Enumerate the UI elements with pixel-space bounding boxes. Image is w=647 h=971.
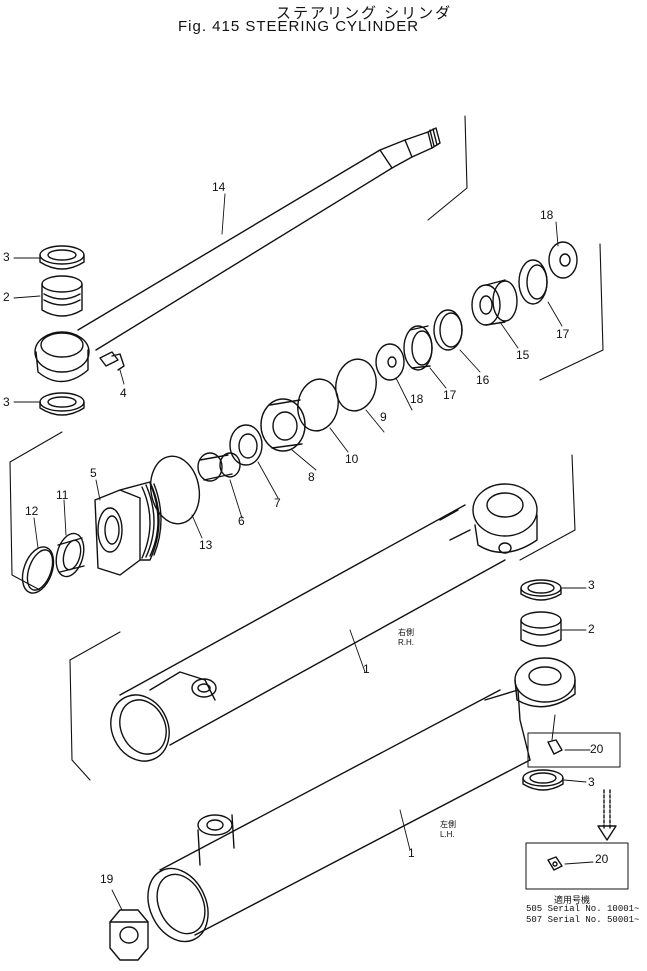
cylinder-tube-lh — [147, 657, 576, 943]
callout-label: 20 — [595, 852, 609, 866]
callout-label: 12 — [25, 504, 39, 518]
figure-title-jp: ステアリング シリンダ — [276, 5, 453, 22]
callout-label: 16 — [476, 373, 490, 387]
snap-ring — [21, 546, 55, 594]
callout-label: 3 — [3, 395, 10, 409]
callout-label: 11 — [56, 488, 69, 502]
bushing-upper — [39, 245, 85, 270]
hex-nut — [109, 909, 149, 961]
figure-title: Fig. 415 STEERING CYLINDER — [178, 18, 420, 35]
piston-rod — [34, 127, 441, 383]
detail-box-upper — [527, 714, 621, 768]
detail-box-lower — [525, 842, 629, 890]
callout-label: 1 — [408, 846, 415, 860]
callout-label: 3 — [3, 250, 10, 264]
piston — [260, 398, 306, 452]
grease-fitting — [99, 351, 125, 371]
callout-label: 13 — [199, 538, 213, 552]
washer-18-upper — [548, 241, 578, 279]
bushing-lower — [39, 392, 85, 416]
spherical-bearing-right — [520, 611, 562, 647]
retainer-ring-16 — [433, 309, 463, 351]
serial-507: 507 Serial No. 50001~ — [526, 915, 640, 925]
leader-lines — [13, 193, 594, 911]
callout-label: 7 — [274, 496, 281, 510]
bushing-right-upper — [520, 579, 562, 601]
callout-label: 3 — [588, 578, 595, 592]
bushing-15 — [471, 279, 518, 326]
dust-seal — [55, 532, 85, 578]
callout-label: 18 — [540, 208, 554, 222]
spherical-bearing-left — [41, 275, 83, 317]
o-ring-10 — [297, 378, 339, 432]
applicable-title: 適用号機 — [554, 896, 591, 906]
callout-label: 3 — [588, 775, 595, 789]
callout-label: 19 — [100, 872, 114, 886]
callout-label: 5 — [90, 466, 97, 480]
callout-label: 6 — [238, 514, 245, 528]
serial-505: 505 Serial No. 10001~ — [526, 904, 640, 914]
callout-label: 4 — [120, 386, 127, 400]
callout-label: 2 — [588, 622, 595, 636]
callout-label: 17 — [556, 327, 570, 341]
callout-label: 20 — [590, 742, 604, 756]
callout-label: 17 — [443, 388, 457, 402]
bushing-right-lower — [522, 769, 564, 791]
backup-ring-9 — [335, 358, 377, 412]
o-ring-head — [149, 455, 201, 525]
callout-label: 15 — [516, 348, 530, 362]
rod-collar — [197, 452, 241, 482]
frame-lines — [9, 115, 604, 781]
washer-18-lower — [375, 343, 405, 381]
callout-label: 18 — [410, 392, 424, 406]
callout-label: 1 — [363, 662, 370, 676]
down-arrow-icon — [597, 789, 617, 841]
bearing-17-lower — [403, 325, 433, 371]
piston-seal-ring — [229, 424, 263, 466]
bearing-17-upper — [518, 259, 548, 305]
callout-label: 10 — [345, 452, 359, 466]
cylinder-tube-rh — [110, 483, 538, 762]
callout-label: 8 — [308, 470, 315, 484]
callout-label: 9 — [380, 410, 387, 424]
callout-label: 14 — [212, 180, 226, 194]
callout-label: 2 — [3, 290, 10, 304]
